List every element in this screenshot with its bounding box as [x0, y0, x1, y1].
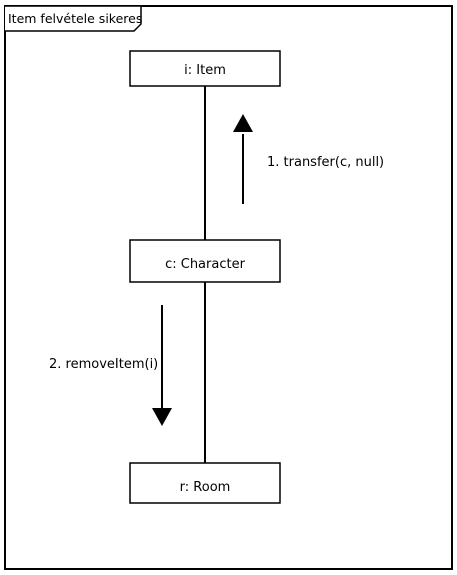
arrow-up-icon [233, 114, 253, 132]
arrow-down-icon [152, 408, 172, 426]
message-remove-item-label: 2. removeItem(i) [49, 357, 158, 372]
object-character-label: c: Character [165, 257, 245, 272]
object-item-box [129, 50, 281, 87]
object-character-box [129, 239, 281, 283]
message-remove-item: 2. removeItem(i) [49, 305, 172, 426]
object-room-box [129, 462, 281, 504]
object-character[interactable]: c: Character [129, 239, 281, 283]
object-room[interactable]: r: Room [129, 462, 281, 504]
object-item-label: i: Item [184, 63, 226, 78]
message-transfer-label: 1. transfer(c, null) [267, 155, 384, 170]
object-room-label: r: Room [180, 480, 231, 495]
message-transfer: 1. transfer(c, null) [233, 114, 384, 204]
object-item[interactable]: i: Item [129, 50, 281, 87]
frame-title: Item felvétele sikeres [8, 11, 142, 26]
frame-title-tab [5, 5, 142, 32]
